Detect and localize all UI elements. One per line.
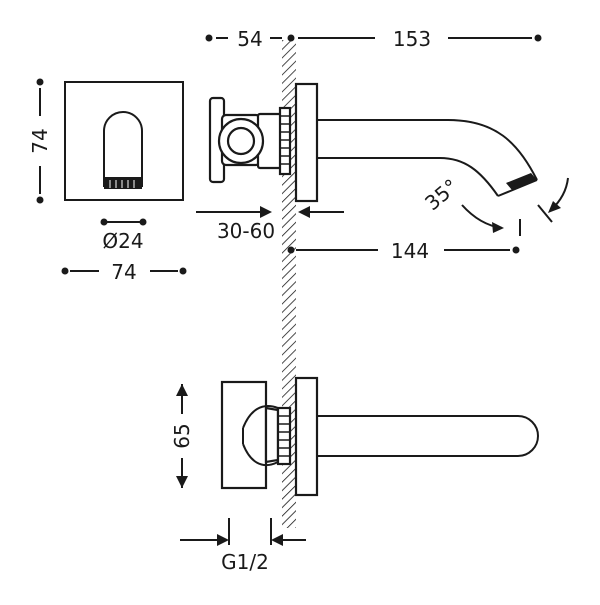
dimension-g1-2-label: G1/2 [221,550,269,574]
plan-view-bottom [220,376,539,497]
front-view [64,81,184,201]
dimension-54: 54 [205,27,295,51]
dimension-30-60: 30-60 [196,206,344,243]
dimension-diameter-24: Ø24 [100,218,147,253]
angle-indicator: 35° [420,174,569,236]
dimension-153: 153 [298,27,542,51]
dimension-g1-2: G1/2 [180,518,306,574]
side-view-top [208,82,538,203]
dimension-54-label: 54 [237,27,262,51]
dimension-74-horizontal: 74 [61,260,187,284]
dimension-65-label: 65 [170,423,194,448]
dimension-diameter-label: Ø24 [102,229,143,253]
dimension-65: 65 [170,384,194,488]
dimension-74-horizontal-label: 74 [111,260,136,284]
angle-label: 35° [420,174,463,215]
aerator-outlet [104,177,142,189]
dimension-144: 144 [287,239,520,263]
dimension-74-vertical: 74 [28,78,52,204]
dimension-74-vertical-label: 74 [28,128,52,153]
spout-tip [506,173,537,190]
dimension-30-60-label: 30-60 [217,219,275,243]
dimension-153-label: 153 [393,27,431,51]
dimension-144-label: 144 [391,239,429,263]
